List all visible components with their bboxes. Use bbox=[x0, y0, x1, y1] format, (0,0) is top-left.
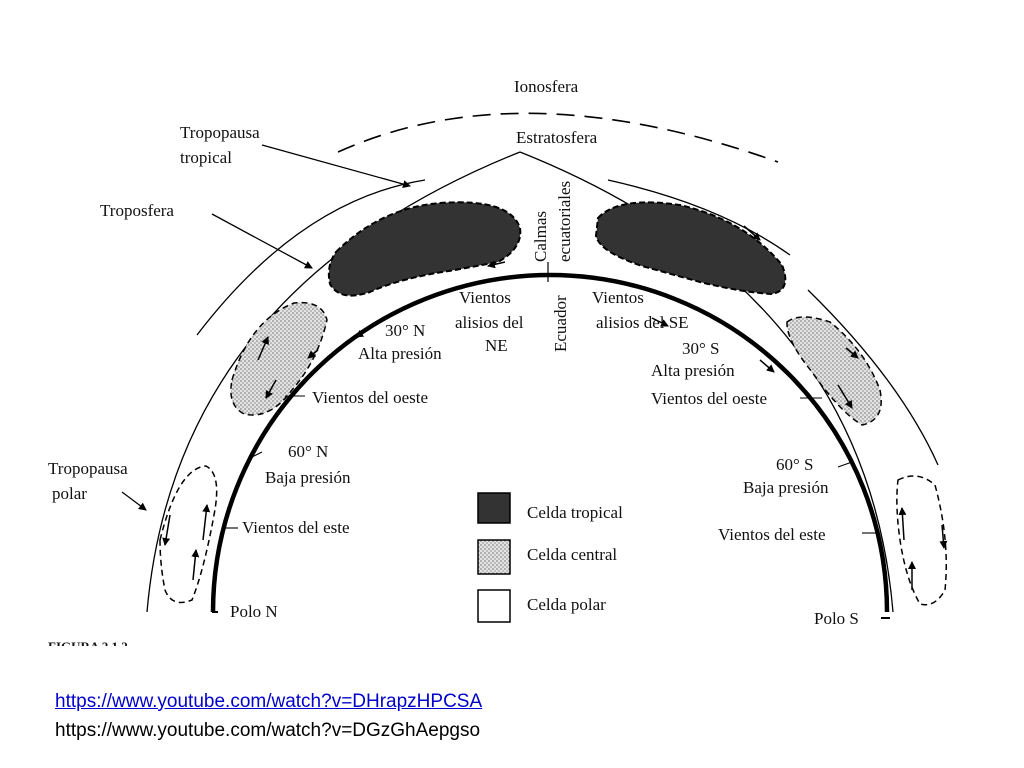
label-troposfera: Troposfera bbox=[100, 201, 174, 220]
polar-cell-south bbox=[896, 475, 947, 606]
label-60n: 60° N bbox=[288, 442, 328, 461]
pointer-60s bbox=[837, 461, 853, 468]
label-este-s: Vientos del este bbox=[718, 525, 826, 544]
label-tropopausa-tropical-2: tropical bbox=[180, 148, 232, 167]
label-alisios-se-2: alisios del SE bbox=[596, 313, 689, 332]
label-tropopausa-polar-2: polar bbox=[52, 484, 87, 503]
label-30n-alta: Alta presión bbox=[358, 344, 442, 363]
label-alisios-ne-2: alisios del bbox=[455, 313, 524, 332]
label-estratosfera: Estratosfera bbox=[516, 128, 598, 147]
legend-label-polar: Celda polar bbox=[527, 595, 606, 614]
label-60s: 60° S bbox=[776, 455, 814, 474]
tropical-cell-south bbox=[594, 201, 787, 296]
label-ionosfera: Ionosfera bbox=[514, 77, 579, 96]
label-ecuador: Ecuador bbox=[551, 295, 570, 352]
arrow-central-north-down bbox=[265, 379, 277, 399]
label-30s-alta: Alta presión bbox=[651, 361, 735, 380]
figure-caption-cut-mask bbox=[40, 646, 260, 658]
surface-arrow-30n-b bbox=[307, 349, 319, 359]
pointer-troposfera bbox=[211, 213, 313, 269]
label-oeste-n: Vientos del oeste bbox=[312, 388, 428, 407]
label-polo-n: Polo N bbox=[230, 602, 278, 621]
central-cell-north bbox=[230, 301, 328, 416]
label-60s-baja: Baja presión bbox=[743, 478, 829, 497]
youtube-link-1[interactable]: https://www.youtube.com/watch?v=DHrapzHP… bbox=[55, 691, 483, 712]
polar-cell-north bbox=[159, 465, 218, 604]
arrow-polar-north-down bbox=[162, 514, 171, 546]
ionosphere-dashed-arc bbox=[337, 112, 779, 163]
label-30n: 30° N bbox=[385, 321, 425, 340]
central-cell-south bbox=[786, 316, 882, 426]
legend-swatch-central bbox=[477, 539, 511, 575]
label-este-n: Vientos del este bbox=[242, 518, 350, 537]
legend-label-tropical: Celda tropical bbox=[527, 503, 623, 522]
legend-swatch-tropical bbox=[477, 492, 511, 524]
label-ecuatoriales: ecuatoriales bbox=[555, 181, 574, 262]
label-60n-baja: Baja presión bbox=[265, 468, 351, 487]
earth-surface-arc bbox=[210, 272, 890, 613]
pointer-tropopausa-polar bbox=[121, 491, 147, 511]
arrow-central-south-down bbox=[837, 384, 853, 409]
label-alisios-se-1: Vientos bbox=[592, 288, 644, 307]
arrow-polar-north-up bbox=[202, 504, 211, 541]
tropopause-arc-center bbox=[196, 179, 426, 336]
arrow-polar-south-down bbox=[939, 524, 948, 549]
legend-swatch-polar bbox=[477, 589, 511, 623]
label-alisios-ne-1: Vientos bbox=[459, 288, 511, 307]
pointer-tropopausa-tropical bbox=[261, 144, 411, 188]
surface-arrow-30s-b bbox=[759, 359, 775, 373]
surface-arrow-30s bbox=[651, 317, 669, 327]
youtube-url-text-2: https://www.youtube.com/watch?v=DGzGhAep… bbox=[55, 720, 481, 741]
label-alisios-ne-3: NE bbox=[485, 336, 508, 355]
label-tropopausa-polar-1: Tropopausa bbox=[48, 459, 128, 478]
label-oeste-s: Vientos del oeste bbox=[651, 389, 767, 408]
arrow-polar-south-up bbox=[898, 507, 907, 541]
tropopause-arc-right-outer bbox=[519, 151, 894, 613]
arrow-central-south-up bbox=[845, 347, 859, 359]
arrow-central-north-up bbox=[257, 336, 269, 361]
arrow-polar-north-up2 bbox=[191, 549, 200, 581]
label-tropopausa-tropical-1: Tropopausa bbox=[180, 123, 260, 142]
legend-label-central: Celda central bbox=[527, 545, 617, 564]
arrow-tropical-south bbox=[743, 225, 761, 241]
surface-arrow-30n bbox=[355, 327, 371, 338]
tropopause-arc-right-inner bbox=[807, 289, 939, 466]
label-calmas: Calmas bbox=[531, 211, 550, 262]
tropical-cell-north bbox=[327, 201, 522, 297]
label-polo-s: Polo S bbox=[814, 609, 859, 628]
arrow-tropical-north bbox=[487, 260, 506, 269]
tropopause-arc-right bbox=[607, 179, 791, 256]
label-30s: 30° S bbox=[682, 339, 720, 358]
pointer-60n bbox=[249, 451, 263, 459]
